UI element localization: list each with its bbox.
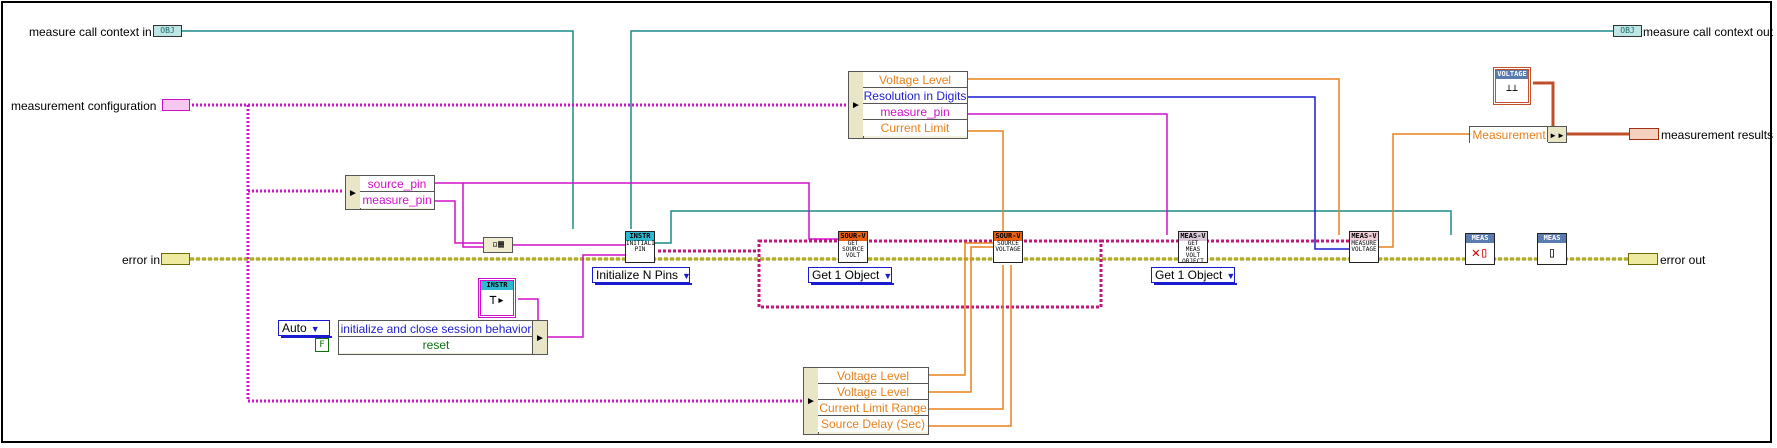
config-item: Current Limit	[863, 120, 967, 136]
unbundle-arrow-icon: ►	[849, 72, 864, 138]
error-in-label: error in	[122, 253, 161, 267]
error-out-terminal[interactable]	[1628, 253, 1658, 265]
config-item: Voltage Level Range	[863, 72, 967, 103]
source-item: Voltage Level Range	[818, 384, 928, 415]
wire-measpin	[968, 113, 1168, 235]
get-source-volt-vi[interactable]: SOUR-V GET SOURCE VOLT	[838, 231, 868, 263]
unbundle-arrow-icon: ►	[346, 176, 361, 209]
context-out-terminal[interactable]: OBJ	[1613, 25, 1642, 37]
voltage-icon: ⊥⊥	[1505, 83, 1519, 94]
pins-unbundle[interactable]: ► source_pin measure_pin	[345, 175, 435, 210]
dropdown-icon: ▼	[310, 324, 320, 334]
error-in-terminal[interactable]	[161, 253, 190, 265]
dropdown-icon: ▼	[1226, 271, 1236, 281]
config-item: Resolution in Digits	[863, 88, 967, 104]
build-array-icon[interactable]: ▫▦	[483, 237, 513, 253]
pin-item: measure_pin	[360, 192, 434, 208]
wire-context-out	[630, 30, 1613, 229]
wire-res	[968, 96, 1349, 250]
dropdown-icon: ▼	[883, 271, 893, 281]
source-item: Source Delay (Sec)	[818, 416, 928, 432]
auto-constant[interactable]: Auto▼	[278, 320, 332, 338]
false-constant[interactable]: F	[315, 338, 329, 352]
source-item: Current Limit Range	[818, 400, 928, 416]
results-terminal[interactable]	[1629, 128, 1659, 140]
measure-voltage-vi[interactable]: MEAS-V MEASURE VOLTAGE	[1349, 231, 1379, 263]
result-bundle[interactable]: Measurement ►►	[1469, 126, 1567, 143]
session-bundle[interactable]: initialize and close session behavior re…	[338, 320, 548, 355]
config-label: measurement configuration	[11, 99, 157, 113]
bundle-arrow-icon: ►►	[1547, 127, 1566, 142]
instr-class-constant[interactable]: INSTR ⊤▸	[478, 278, 516, 318]
pin-item: source_pin	[360, 176, 434, 192]
results-label: measurement results	[1661, 128, 1774, 142]
get-meas-object-ring[interactable]: Get 1 Object▼	[1151, 267, 1237, 285]
error-out-label: error out	[1660, 253, 1706, 267]
source-unbundle[interactable]: ► Voltage Level Voltage Level Range Curr…	[803, 367, 929, 435]
wire-instr-ref	[645, 210, 1452, 244]
init-mode-ring[interactable]: Initialize N Pins▼	[592, 267, 692, 285]
bundle-arrow-icon: ►	[532, 321, 547, 354]
get-meas-volt-object-vi[interactable]: MEAS-V GET MEAS VOLT OBJECT	[1178, 231, 1208, 263]
session-item: reset	[339, 337, 533, 353]
context-in-terminal[interactable]: OBJ	[153, 25, 182, 37]
document-icon: ▯	[1547, 245, 1557, 261]
config-unbundle[interactable]: ► Voltage Level Range Resolution in Digi…	[848, 71, 968, 139]
voltage-class-constant[interactable]: VOLTAGE ⊥⊥	[1493, 67, 1531, 105]
context-in-label: measure call context in	[29, 25, 152, 39]
source-voltage-vi[interactable]: SOUR-V SOURCE VOLTAGE	[993, 231, 1023, 263]
wire-config-down	[246, 105, 803, 403]
initialize-pin-vi[interactable]: INSTR INITIALIZE PIN	[625, 231, 655, 263]
unbundle-arrow-icon: ►	[804, 368, 819, 434]
wire-curlim	[968, 130, 1004, 233]
result-item: Measurement	[1470, 127, 1548, 143]
source-item: Voltage Level	[818, 368, 928, 384]
config-item: measure_pin	[863, 104, 967, 120]
dropdown-icon: ▼	[682, 271, 691, 281]
meas-close-vi[interactable]: MEAS ✕▯	[1465, 233, 1495, 265]
meas-last-vi[interactable]: MEAS ▯	[1537, 233, 1567, 265]
session-item: initialize and close session behavior	[339, 321, 533, 337]
wire-context	[182, 30, 574, 229]
get-source-object-ring[interactable]: Get 1 Object▼	[808, 267, 894, 285]
config-terminal[interactable]	[162, 99, 190, 111]
close-document-icon: ✕▯	[1471, 245, 1489, 261]
wire-vlr	[968, 78, 1340, 235]
context-out-label: measure call context out	[1643, 25, 1774, 39]
instr-icon: ⊤▸	[489, 293, 505, 308]
wires-layer	[182, 30, 1629, 427]
